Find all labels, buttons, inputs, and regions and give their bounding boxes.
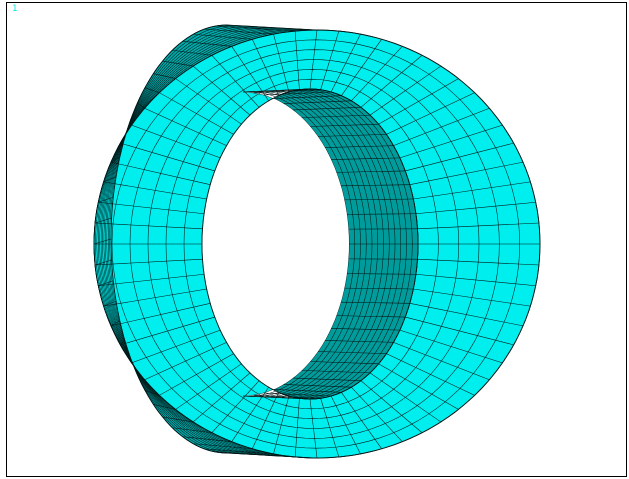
mesh-grid-lines xyxy=(93,24,541,459)
graphics-viewport[interactable]: 1 xyxy=(6,2,627,477)
ring-mesh-model xyxy=(93,24,541,459)
front-outer-rim xyxy=(93,29,541,459)
window-number-label: 1 xyxy=(12,4,18,14)
rear-outer-rim xyxy=(110,24,228,454)
front-inner-rim xyxy=(201,88,419,400)
through-hole xyxy=(202,89,349,399)
